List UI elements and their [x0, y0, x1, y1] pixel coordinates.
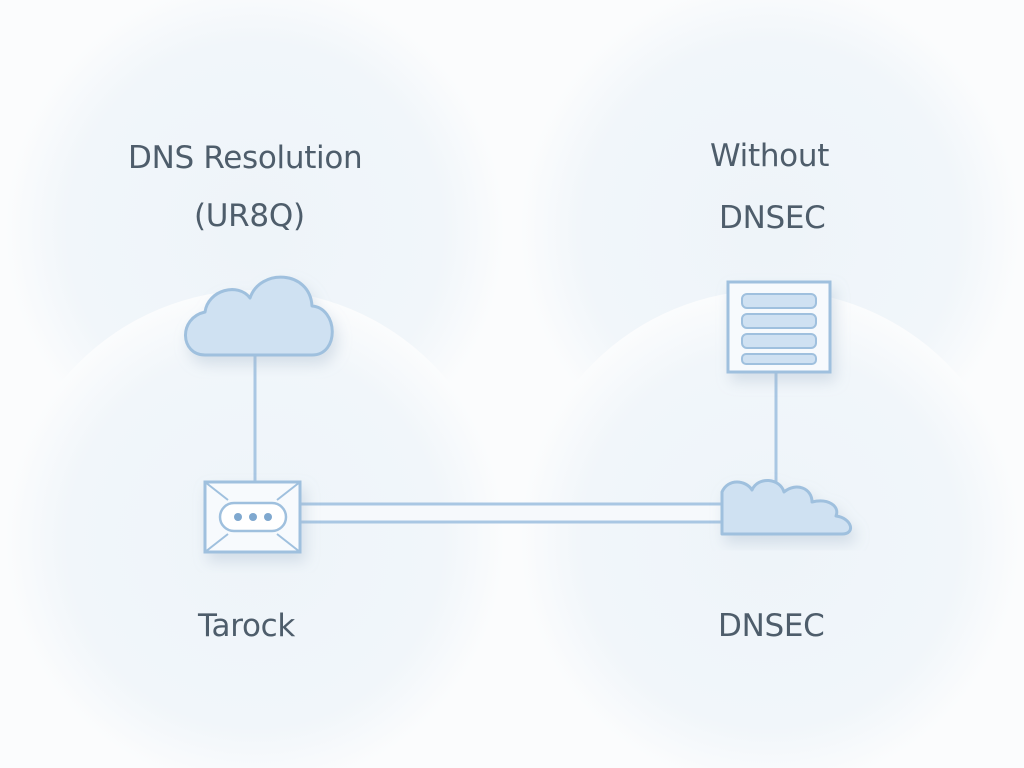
- left-title-line2: (UR8Q): [194, 198, 305, 234]
- cloud-icon: [184, 275, 334, 357]
- router-icon: [203, 480, 302, 554]
- right-title-line1: Without: [710, 138, 830, 174]
- cloud-icon: [720, 479, 852, 536]
- left-title-line1: DNS Resolution: [128, 140, 363, 176]
- left-bottom-label: Tarock: [198, 608, 296, 644]
- background-bubbles: [5, 0, 1020, 768]
- right-title-line2: DNSEC: [719, 200, 826, 236]
- connector-router-to-cloud: [298, 502, 726, 524]
- right-bottom-label: DNSEC: [718, 608, 825, 644]
- server-icon: [726, 280, 832, 374]
